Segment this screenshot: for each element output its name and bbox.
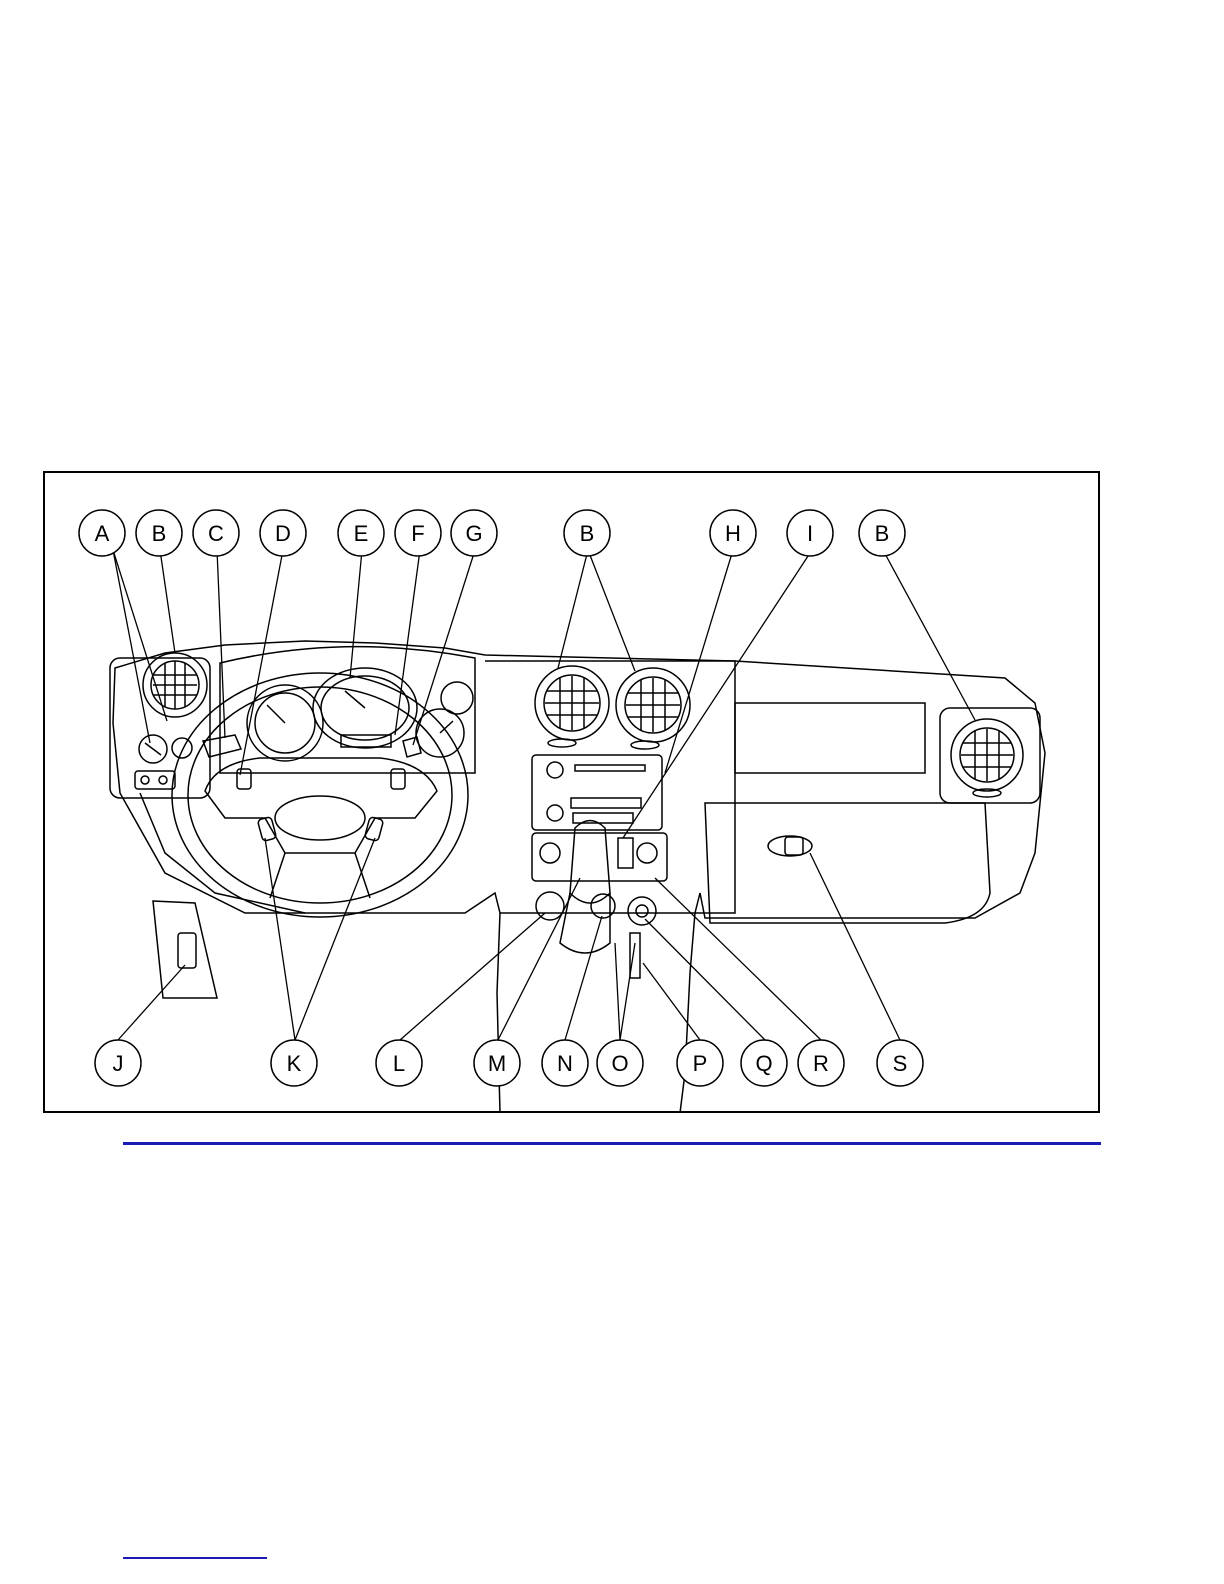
svg-text:M: M (488, 1051, 506, 1076)
callout-Q: Q (741, 1040, 787, 1086)
left-air-vent (143, 653, 207, 717)
callout-N: N (542, 1040, 588, 1086)
center-vent-right (616, 668, 690, 749)
glove-box (705, 803, 990, 923)
section-divider-rule (123, 1142, 1101, 1145)
wiper-lever (403, 737, 421, 757)
callouts-top: A B C D E F G B H I B (79, 510, 905, 556)
right-spoke-button (391, 769, 405, 789)
dashboard-illustration: A B C D E F G B H I B J K L M N O P Q R … (45, 473, 1102, 1115)
svg-text:O: O (611, 1051, 628, 1076)
svg-text:P: P (693, 1051, 708, 1076)
temp-gauge (441, 682, 473, 714)
svg-text:H: H (725, 521, 741, 546)
svg-text:C: C (208, 521, 224, 546)
callout-B-right: B (859, 510, 905, 556)
hood-release-handle (178, 933, 196, 968)
callout-G: G (451, 510, 497, 556)
audio-system (532, 755, 662, 830)
callout-A: A (79, 510, 125, 556)
speedometer-gauge (313, 668, 417, 748)
lower-center-knob (591, 894, 615, 918)
svg-text:J: J (113, 1051, 124, 1076)
dimmer-knob (172, 738, 192, 758)
lower-kick-panel (153, 901, 217, 998)
dash-top-outline (113, 641, 1045, 918)
callout-L: L (376, 1040, 422, 1086)
left-spoke-button (237, 769, 251, 789)
svg-text:R: R (813, 1051, 829, 1076)
lower-left-knob (536, 892, 564, 920)
callout-F: F (395, 510, 441, 556)
accessory-power (630, 933, 640, 978)
svg-text:L: L (393, 1051, 405, 1076)
callout-K: K (271, 1040, 317, 1086)
callout-D: D (260, 510, 306, 556)
climate-controls (532, 833, 667, 881)
callout-M: M (474, 1040, 520, 1086)
callout-P: P (677, 1040, 723, 1086)
svg-text:G: G (465, 521, 482, 546)
footnote-rule (123, 1557, 267, 1559)
svg-text:Q: Q (755, 1051, 772, 1076)
svg-text:S: S (893, 1051, 908, 1076)
svg-text:E: E (354, 521, 369, 546)
callout-J: J (95, 1040, 141, 1086)
callout-R: R (798, 1040, 844, 1086)
svg-text:D: D (275, 521, 291, 546)
callout-B-left: B (136, 510, 182, 556)
callout-S: S (877, 1040, 923, 1086)
glove-box-handle (768, 836, 812, 856)
callout-C: C (193, 510, 239, 556)
svg-text:A: A (95, 521, 110, 546)
svg-text:K: K (287, 1051, 302, 1076)
dash-lower-line (140, 793, 305, 913)
svg-text:B: B (580, 521, 595, 546)
svg-text:N: N (557, 1051, 573, 1076)
center-vent-left (535, 666, 609, 747)
tachometer-gauge (247, 685, 323, 761)
svg-text:B: B (875, 521, 890, 546)
callout-I: I (787, 510, 833, 556)
turn-signal-lever (203, 735, 241, 757)
svg-text:B: B (152, 521, 167, 546)
callout-E: E (338, 510, 384, 556)
leader-lines (113, 550, 975, 1040)
instrument-panel-figure: A B C D E F G B H I B J K L M N O P Q R … (43, 471, 1100, 1113)
svg-text:I: I (807, 521, 813, 546)
callout-H: H (710, 510, 756, 556)
right-air-vent (940, 708, 1040, 803)
callouts-bottom: J K L M N O P Q R S (95, 1040, 923, 1086)
four-wheel-drive-knob (628, 897, 656, 925)
upper-storage (735, 703, 925, 773)
callout-B-center: B (564, 510, 610, 556)
callout-O: O (597, 1040, 643, 1086)
svg-text:F: F (411, 521, 424, 546)
